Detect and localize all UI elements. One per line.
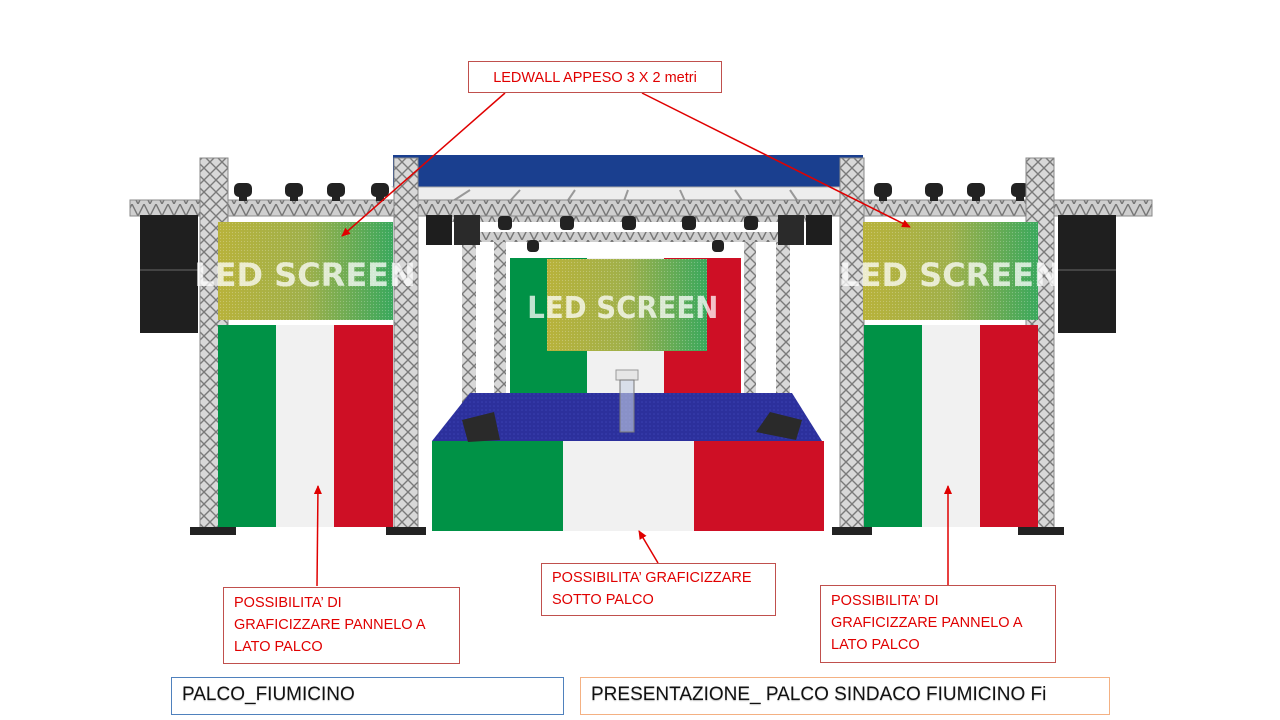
right-led-label: LED SCREEN xyxy=(839,256,1061,294)
stage-deck xyxy=(432,369,824,531)
moving-head-lights xyxy=(234,183,1029,252)
callout-right-panel: POSSIBILITA’ DI GRAFICIZZARE PANNELO A L… xyxy=(820,585,1056,663)
left-flag-panel xyxy=(218,325,393,527)
callout-left-line-3: LATO PALCO xyxy=(234,639,323,655)
callout-center-line-1: POSSIBILITA’ GRAFICIZZARE xyxy=(552,570,752,586)
callout-left-line-2: GRAFICIZZARE PANNELO A xyxy=(234,617,426,633)
callout-under-stage: POSSIBILITA’ GRAFICIZZARE SOTTO PALCO xyxy=(541,563,776,616)
callout-right-line-1: POSSIBILITA’ DI xyxy=(831,593,939,609)
callout-left-line-1: POSSIBILITA’ DI xyxy=(234,595,342,611)
right-led-screen: LED SCREEN xyxy=(839,222,1061,320)
right-flag-panel xyxy=(864,325,1038,527)
caption-presentation-title: PRESENTAZIONE_ PALCO SINDACO FIUMICINO F… xyxy=(580,677,1110,715)
center-led-label: LED SCREEN xyxy=(527,290,718,325)
caption-stage-name: PALCO_FIUMICINO xyxy=(171,677,564,715)
callout-right-line-2: GRAFICIZZARE PANNELO A xyxy=(831,615,1023,631)
speakers xyxy=(140,215,1116,333)
callout-ledwall-text: LEDWALL APPESO 3 X 2 metri xyxy=(493,70,697,86)
left-led-label: LED SCREEN xyxy=(194,256,416,294)
annotation-arrows xyxy=(313,92,952,587)
center-led-screen: LED SCREEN xyxy=(527,259,718,351)
callout-center-line-2: SOTTO PALCO xyxy=(552,592,654,608)
callout-right-line-3: LATO PALCO xyxy=(831,637,920,653)
left-led-screen: LED SCREEN xyxy=(194,222,416,320)
rear-truss-towers xyxy=(462,240,790,440)
callout-ledwall: LEDWALL APPESO 3 X 2 metri xyxy=(468,61,722,93)
callout-left-panel: POSSIBILITA’ DI GRAFICIZZARE PANNELO A L… xyxy=(223,587,460,664)
top-truss-beam xyxy=(129,199,1153,217)
